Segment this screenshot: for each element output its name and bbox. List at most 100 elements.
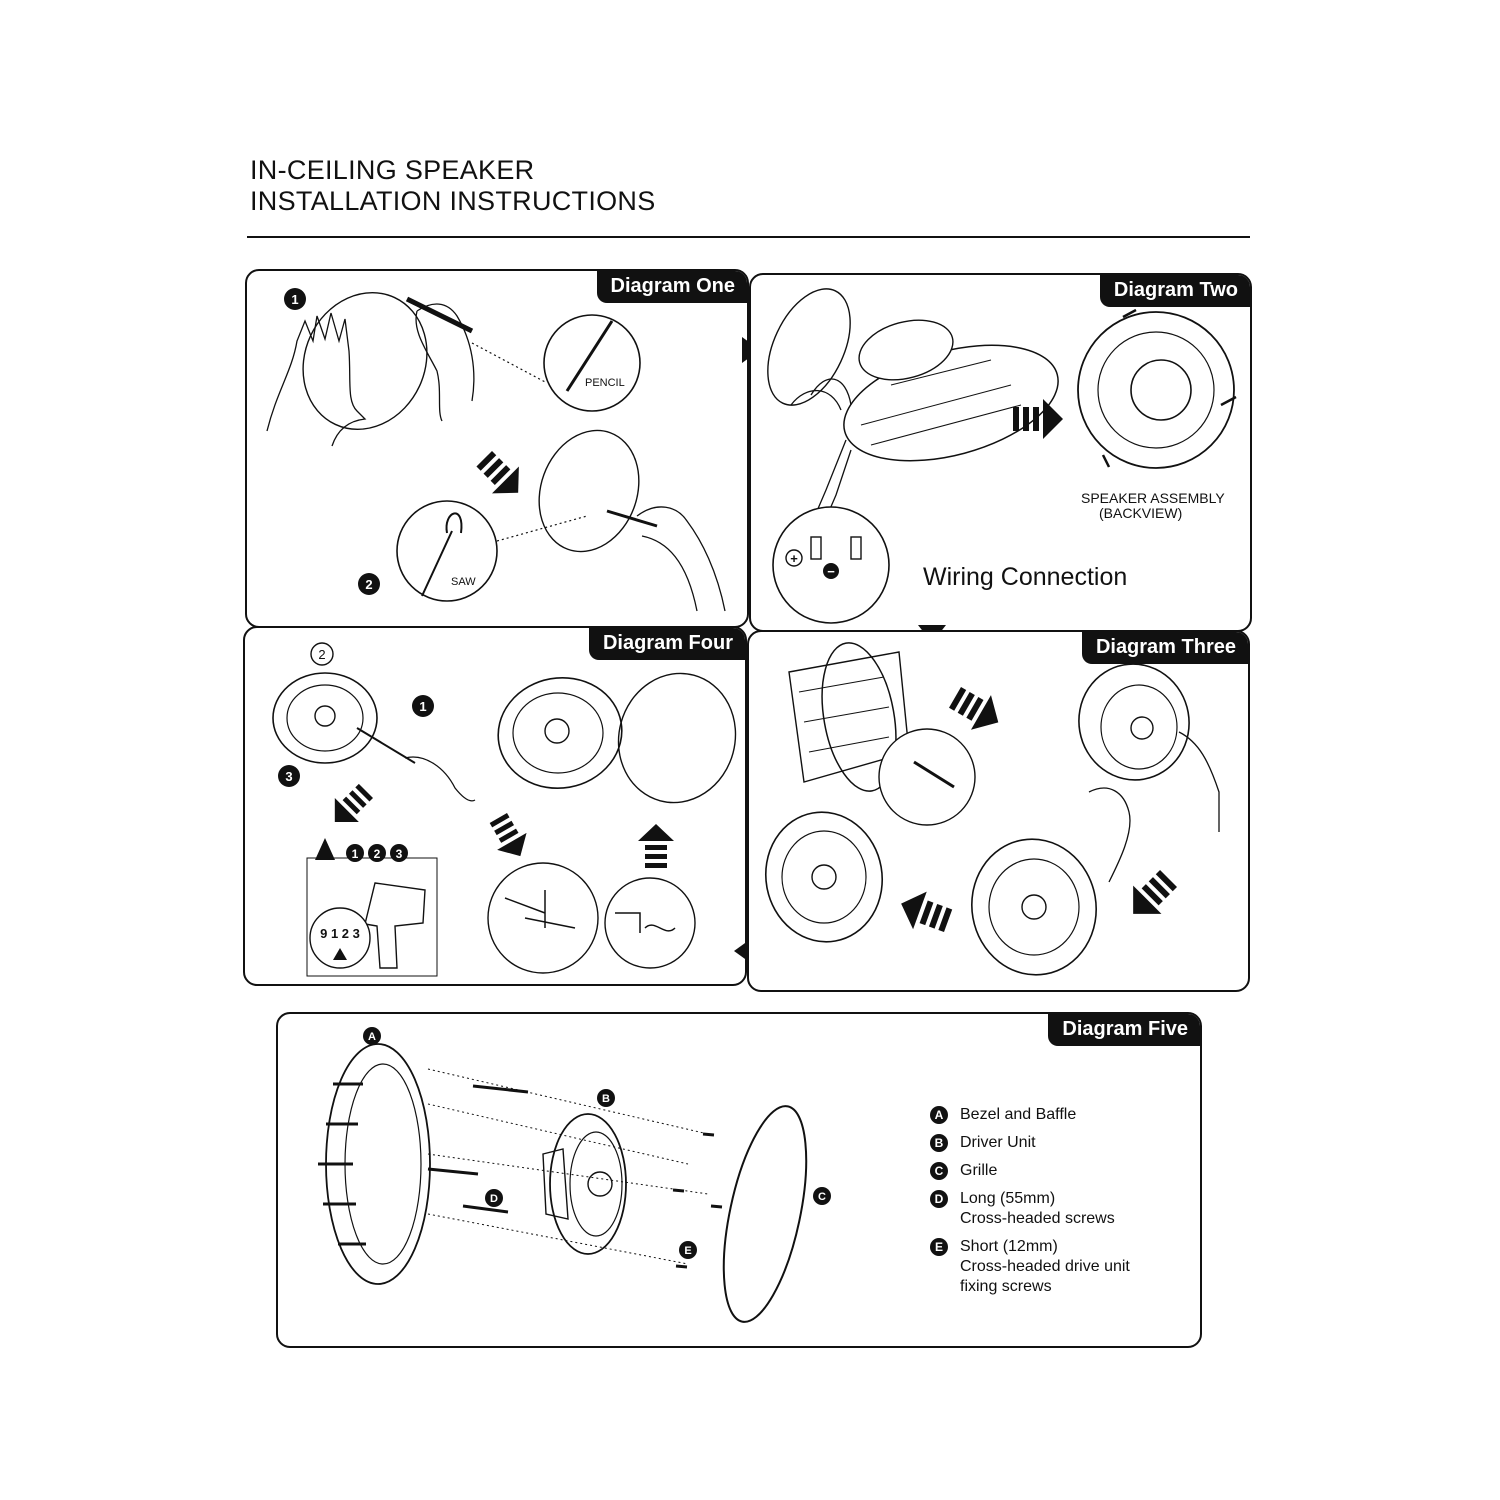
step-2-badge <box>358 573 380 595</box>
saw-leader <box>496 515 588 542</box>
speaker-front-large-center <box>544 718 570 744</box>
clamp-screw-icon <box>504 890 576 929</box>
speaker-front-small-ring <box>286 684 364 752</box>
pencil-in-hand-icon <box>405 296 474 334</box>
hand-with-screwdriver-icon <box>404 756 476 802</box>
speaker-finished-ring <box>781 830 867 924</box>
assembly-label-line-2: (BACKVIEW) <box>1099 505 1182 521</box>
saw-icon <box>421 512 463 597</box>
screwdriver-icon <box>356 727 416 764</box>
diagram-one-panel: Diagram One 1 PENCIL S <box>245 269 749 628</box>
callout-c-letter: C <box>818 1191 826 1203</box>
bezel-inner <box>344 1063 422 1265</box>
legend-line: Bezel and Baffle <box>960 1106 1077 1123</box>
alignment-lines <box>427 1068 709 1265</box>
callout-d-letter: D <box>490 1193 498 1205</box>
title-divider <box>247 236 1250 238</box>
arrow-step-1-to-2-icon <box>476 451 519 494</box>
clamp-detail-circle-2 <box>604 877 696 969</box>
plus-symbol: + <box>790 551 798 566</box>
arrow-to-drill-icon <box>334 783 373 823</box>
step-1-badge <box>284 288 306 310</box>
diagram-four-tab: Diagram Four <box>588 628 745 660</box>
torque-dial-text: 9 1 2 3 <box>320 926 360 941</box>
diagram-two-illustration: + − SPEAKER ASSEMBLY (BACKVIEW) Wiring C… <box>767 288 1237 624</box>
speaker-front-large-ring <box>512 692 604 774</box>
right-hand-icon <box>415 303 475 422</box>
callout-b-letter: B <box>602 1093 610 1105</box>
arrow-to-backview-icon <box>1013 399 1063 439</box>
speaker-finished-center <box>811 864 837 890</box>
legend-badge-d: D <box>930 1190 948 1208</box>
speaker-being-inserted-center <box>1130 716 1154 740</box>
warning-badge-1 <box>346 844 364 862</box>
speaker-flush-mounted-center <box>1021 894 1047 920</box>
pencil-detail-circle <box>543 314 641 412</box>
speaker-side-front <box>821 642 897 792</box>
step-2-number: 2 <box>318 647 325 662</box>
speaker-wire <box>790 378 852 411</box>
speaker-flush-mounted-ring <box>988 858 1080 956</box>
diagram-two-tab: Diagram Two <box>1099 275 1250 307</box>
saw-detail-circle <box>396 500 498 602</box>
cordless-drill-icon <box>364 882 426 969</box>
legend-line: Driver Unit <box>960 1134 1036 1151</box>
warning-number-2: 2 <box>374 847 381 861</box>
arrow-to-finished-speaker-icon <box>901 891 953 932</box>
arrow-to-mounted-speaker-icon <box>949 687 999 730</box>
callout-e-letter: E <box>684 1245 691 1257</box>
legend-line: Long (55mm) <box>960 1190 1056 1207</box>
page-title: IN-CEILING SPEAKER INSTALLATION INSTRUCT… <box>250 155 656 217</box>
diagram-four-illustration: 2 1 3 1 2 3 9 1 2 3 <box>272 642 737 977</box>
assembly-label-line-1: SPEAKER ASSEMBLY <box>1081 490 1225 506</box>
step-2-badge <box>310 642 334 666</box>
diagram-three-illustration <box>764 642 1220 976</box>
removed-grille <box>767 288 851 406</box>
step-3-badge <box>278 765 300 787</box>
callout-b-badge <box>597 1089 615 1107</box>
warning-triangle-icon <box>315 838 335 860</box>
clamp-screw-detail-circle <box>878 728 976 826</box>
grille-ellipse <box>617 672 737 804</box>
driver-magnet <box>542 1148 569 1220</box>
legend-line: Grille <box>960 1162 998 1179</box>
step-1-badge <box>412 695 434 717</box>
saw-in-hand-icon <box>606 509 658 528</box>
minus-symbol: − <box>827 564 835 579</box>
clamp-screw-in-detail-icon <box>913 760 955 789</box>
left-hand-icon <box>266 312 367 447</box>
short-screw-4 <box>675 1264 688 1269</box>
backview-center <box>1130 359 1192 421</box>
dial-pointer-icon <box>333 948 347 960</box>
legend-line: Short (12mm) <box>960 1238 1058 1255</box>
diagram-three-tab: Diagram Three <box>1081 632 1248 664</box>
minus-badge <box>823 563 839 579</box>
diagram-five-exploded-view: A D B E C <box>318 1027 831 1323</box>
grille-disc <box>722 1105 808 1323</box>
terminal-plus <box>810 536 822 560</box>
legend-text-b: Driver Unit <box>960 1133 1036 1153</box>
clamp-hook-icon <box>615 912 676 933</box>
legend-text-d: Long (55mm)Cross-headed screws <box>960 1189 1115 1229</box>
callout-e-badge <box>679 1241 697 1259</box>
arrow-to-flush-speaker-icon <box>1133 870 1177 914</box>
callout-a-letter: A <box>368 1031 376 1043</box>
legend-item-d: D Long (55mm)Cross-headed screws <box>930 1189 1130 1229</box>
legend-text-c: Grille <box>960 1161 997 1181</box>
speaker-finished <box>764 811 884 943</box>
title-line-2: INSTALLATION INSTRUCTIONS <box>250 186 656 216</box>
driver-unit <box>549 1113 627 1255</box>
saw-label: SAW <box>451 576 476 588</box>
terminal-minus <box>850 536 862 560</box>
step-2-number: 2 <box>365 577 372 592</box>
legend-line: Cross-headed drive unit <box>960 1258 1130 1275</box>
step-1-number: 1 <box>419 699 426 714</box>
long-screw-1 <box>472 1084 529 1094</box>
speaker-front-large <box>497 676 623 790</box>
warning-badge-2 <box>368 844 386 862</box>
speaker-being-inserted-ring <box>1100 684 1178 770</box>
